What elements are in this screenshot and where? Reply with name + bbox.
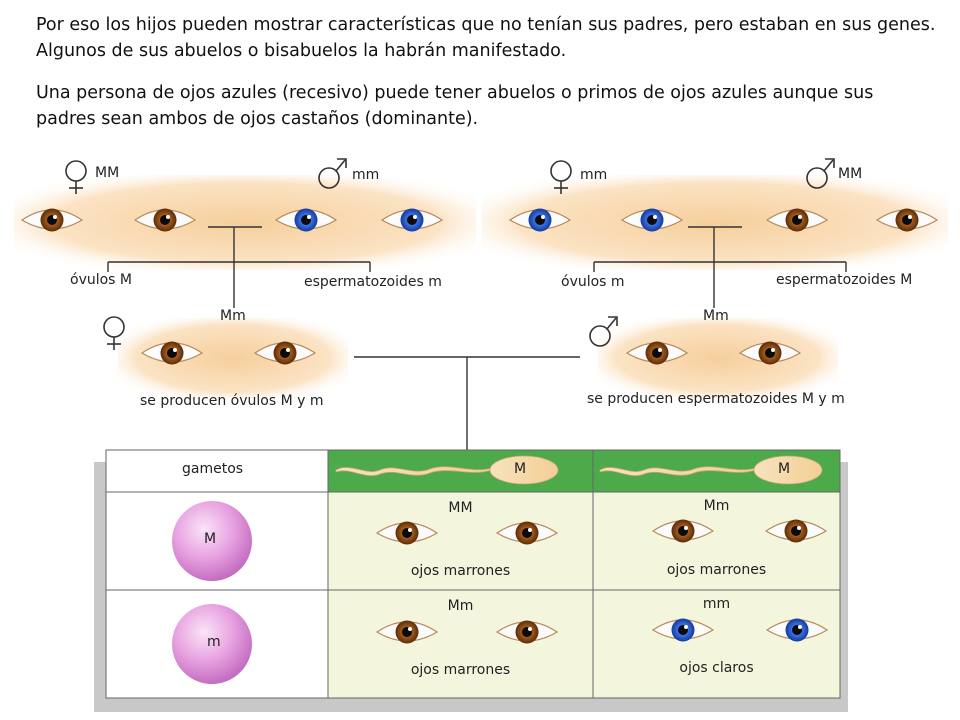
- gp-right-female-genotype: mm: [580, 167, 608, 183]
- egg-cell-row-2: [172, 604, 252, 684]
- father-genotype: Mm: [703, 308, 729, 324]
- gp-left-female-genotype: MM: [95, 165, 120, 181]
- intro-paragraph-1: Por eso los hijos pueden mostrar caracte…: [36, 15, 936, 61]
- gp-left-female-left-eye: [20, 208, 84, 232]
- male-symbol-father: [589, 316, 618, 347]
- offspring-2-1-left-eye: [375, 620, 439, 644]
- mother-left-eye: [140, 341, 204, 365]
- egg-cell-row-1: [172, 501, 252, 581]
- offspring-2-2-right-eye: [765, 618, 829, 642]
- sperm-cell-col-1: [335, 455, 559, 485]
- cell-2-2-phenotype: ojos claros: [679, 660, 754, 676]
- male-symbol-gp-left: [318, 158, 347, 189]
- gp-left-gamete-sperm: espermatozoides m: [304, 274, 442, 290]
- cell-2-1-phenotype: ojos marrones: [410, 662, 511, 678]
- grandparents-left-eyes: [20, 208, 444, 232]
- parents-eyes: [140, 341, 802, 365]
- father-caption: se producen espermatozoides M y m: [587, 391, 845, 407]
- cell-2-1-genotype: Mm: [447, 598, 474, 614]
- sperm-label-1: M: [514, 461, 527, 477]
- gp-right-male-genotype: MM: [838, 166, 863, 182]
- gp-right-female-left-eye: [508, 208, 572, 232]
- gp-right-male-right-eye: [875, 208, 939, 232]
- mother-caption: se producen óvulos M y m: [140, 393, 324, 409]
- cell-1-2-phenotype: ojos marrones: [666, 562, 767, 578]
- offspring-1-2-right-eye: [764, 519, 828, 543]
- grandparents-right-eyes: [508, 208, 939, 232]
- female-symbol-gp-left: [65, 160, 87, 194]
- male-symbol-gp-right: [806, 158, 835, 189]
- cell-1-1-genotype: MM: [448, 500, 473, 516]
- cell-1-2-genotype: Mm: [703, 498, 730, 514]
- gp-right-female-right-eye: [620, 208, 684, 232]
- offspring-2-2-left-eye: [651, 618, 715, 642]
- gp-left-male-genotype: mm: [352, 167, 380, 183]
- female-symbol-gp-right: [550, 160, 572, 194]
- gp-left-male-right-eye: [380, 208, 444, 232]
- offspring-1-1-right-eye: [495, 521, 559, 545]
- cell-2-2-genotype: mm: [702, 596, 731, 612]
- gp-left-male-left-eye: [274, 208, 338, 232]
- sperm-cell-col-2: [599, 455, 823, 485]
- offspring-eyes: [375, 519, 829, 644]
- offspring-1-1-left-eye: [375, 521, 439, 545]
- gp-left-female-right-eye: [133, 208, 197, 232]
- mother-right-eye: [253, 341, 317, 365]
- face-band-father: [598, 318, 838, 398]
- female-symbol-mother: [103, 316, 125, 350]
- intro-paragraph-2: Una persona de ojos azules (recesivo) pu…: [36, 83, 874, 129]
- cell-1-1-phenotype: ojos marrones: [410, 563, 511, 579]
- punnett-header-gametos: gametos: [182, 461, 244, 477]
- father-left-eye: [625, 341, 689, 365]
- sperm-label-2: M: [778, 461, 791, 477]
- father-right-eye: [738, 341, 802, 365]
- gp-right-gamete-ova: óvulos m: [561, 274, 625, 290]
- offspring-2-1-right-eye: [495, 620, 559, 644]
- mother-genotype: Mm: [220, 308, 246, 324]
- gp-right-male-left-eye: [765, 208, 829, 232]
- pedigree-lines: [107, 226, 847, 450]
- gp-right-gamete-sperm: espermatozoides M: [776, 272, 913, 288]
- gp-left-gamete-ova: óvulos M: [70, 272, 133, 288]
- egg-label-2: m: [207, 634, 221, 650]
- egg-label-1: M: [204, 531, 217, 547]
- offspring-1-2-left-eye: [651, 519, 715, 543]
